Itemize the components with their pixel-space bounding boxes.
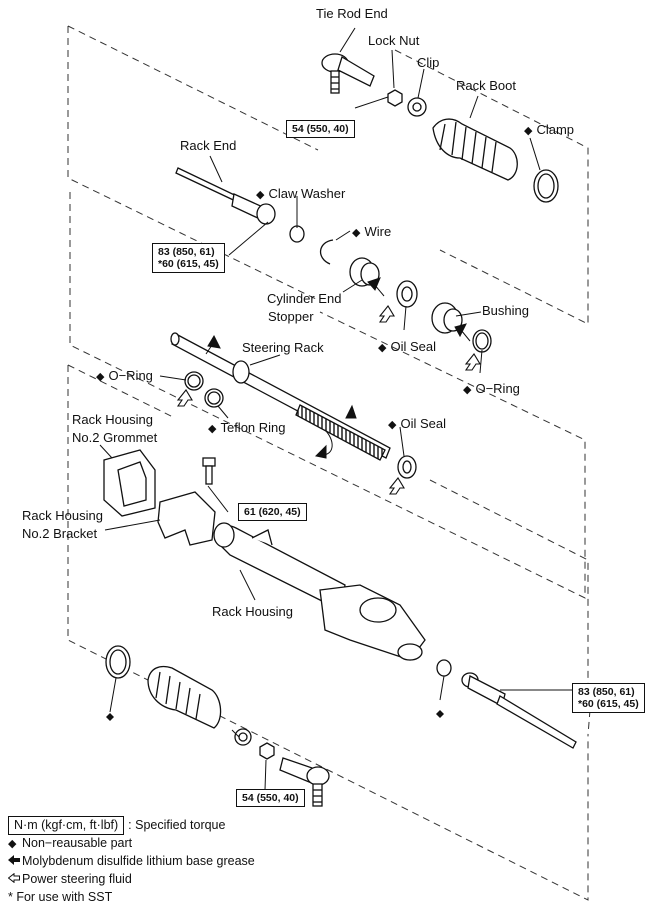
label-o-ring-left: ◆O−Ring [96, 368, 153, 383]
fluid-arrow-3 [176, 389, 193, 407]
rack-boot-top [432, 118, 518, 181]
label-stopper: Stopper [268, 309, 314, 324]
legend-non-reusable: ◆Non−reausable part [8, 835, 255, 853]
torque-lock-nut-bottom: 54 (550, 40) [236, 789, 305, 807]
grease-arrow-2 [454, 323, 471, 342]
grease-arrow-3 [205, 334, 221, 355]
cylinder-end-stopper [349, 257, 380, 287]
rack-housing-part [213, 522, 426, 661]
bracket-bolt [202, 457, 216, 485]
middle-boundary [69, 192, 586, 599]
non-reusable-icon: ◆ [463, 384, 472, 396]
rack-end-left [175, 167, 276, 225]
label-rack-boot: Rack Boot [456, 78, 516, 93]
non-reusable-icon: ◆ [256, 189, 265, 201]
lock-nut-top [387, 89, 403, 107]
lock-nut-lower [259, 742, 275, 760]
non-reusable-icon: ◆ [378, 342, 387, 354]
label-clip: Clip [417, 55, 440, 70]
label-teflon-ring: ◆Teflon Ring [208, 420, 286, 435]
label-lock-nut: Lock Nut [368, 33, 420, 48]
legend-torque: N·m (kgf·cm, ft·lbf): Specified torque [8, 816, 255, 835]
fluid-arrow-1 [378, 305, 395, 323]
non-reusable-mark-washer [436, 710, 444, 718]
label-rack-housing: Rack Housing [212, 604, 293, 619]
diamond-icon: ◆ [8, 838, 17, 850]
grease-arrow-4 [345, 404, 357, 419]
label-wire: ◆Wire [352, 224, 392, 239]
label-steering-rack: Steering Rack [242, 340, 324, 355]
lower-boundary [67, 365, 591, 901]
label-grommet-1: Rack Housing [72, 412, 153, 427]
label-cylinder-end: Cylinder End [267, 291, 342, 306]
label-oil-seal-upper: ◆Oil Seal [378, 339, 436, 354]
wire-ring [319, 239, 334, 265]
label-rack-end: Rack End [180, 138, 237, 153]
steering-rack-part [170, 332, 391, 461]
label-oil-seal-lower: ◆Oil Seal [388, 416, 446, 431]
claw-washer-lower [436, 659, 452, 677]
label-o-ring-right: ◆O−Ring [463, 381, 520, 396]
upper-boundary [67, 25, 589, 325]
middle-boundary-2 [67, 364, 589, 700]
non-reusable-icon: ◆ [388, 419, 397, 431]
non-reusable-mark-clamp [106, 713, 114, 721]
bushing [431, 302, 463, 334]
non-reusable-icon: ◆ [96, 371, 105, 383]
label-grommet-2: No.2 Grommet [72, 430, 158, 445]
non-reusable-icon: ◆ [208, 423, 217, 435]
legend-grease: Molybdenum disulfide lithium base grease [8, 853, 255, 871]
rack-end-right [461, 672, 577, 749]
non-reusable-icon: ◆ [524, 125, 533, 137]
grease-arrow-5 [314, 444, 327, 459]
non-reusable-icon: ◆ [352, 227, 361, 239]
tie-rod-end-lower [279, 757, 330, 807]
label-clamp: ◆Clamp [524, 122, 575, 137]
fluid-arrow-4 [388, 477, 405, 495]
solid-arrow-icon [8, 854, 22, 871]
grease-arrow-1 [367, 277, 385, 297]
legend: N·m (kgf·cm, ft·lbf): Specified torque ◆… [7, 816, 255, 906]
label-tie-rod-end: Tie Rod End [316, 6, 388, 21]
bracket-part [157, 491, 216, 546]
claw-washer [289, 225, 305, 243]
legend-sst: * For use with SST [8, 890, 113, 904]
fluid-arrow-2 [464, 353, 481, 371]
torque-lock-nut-top: 54 (550, 40) [286, 120, 355, 138]
rack-boot-lower [147, 665, 222, 729]
legend-unit-box: N·m (kgf·cm, ft·lbf) [8, 816, 125, 835]
torque-rack-end-right: 83 (850, 61) *60 (615, 45) [572, 683, 645, 713]
label-bracket-2: No.2 Bracket [22, 526, 98, 541]
outline-arrow-icon [7, 872, 22, 889]
legend-fluid: Power steering fluid [7, 871, 255, 889]
torque-bracket-bolt: 61 (620, 45) [238, 503, 307, 521]
torque-rack-end-left: 83 (850, 61) *60 (615, 45) [152, 243, 225, 273]
label-bracket-1: Rack Housing [22, 508, 103, 523]
label-bushing: Bushing [482, 303, 529, 318]
label-claw-washer: ◆Claw Washer [256, 186, 346, 201]
tie-rod-end-top [321, 53, 375, 94]
